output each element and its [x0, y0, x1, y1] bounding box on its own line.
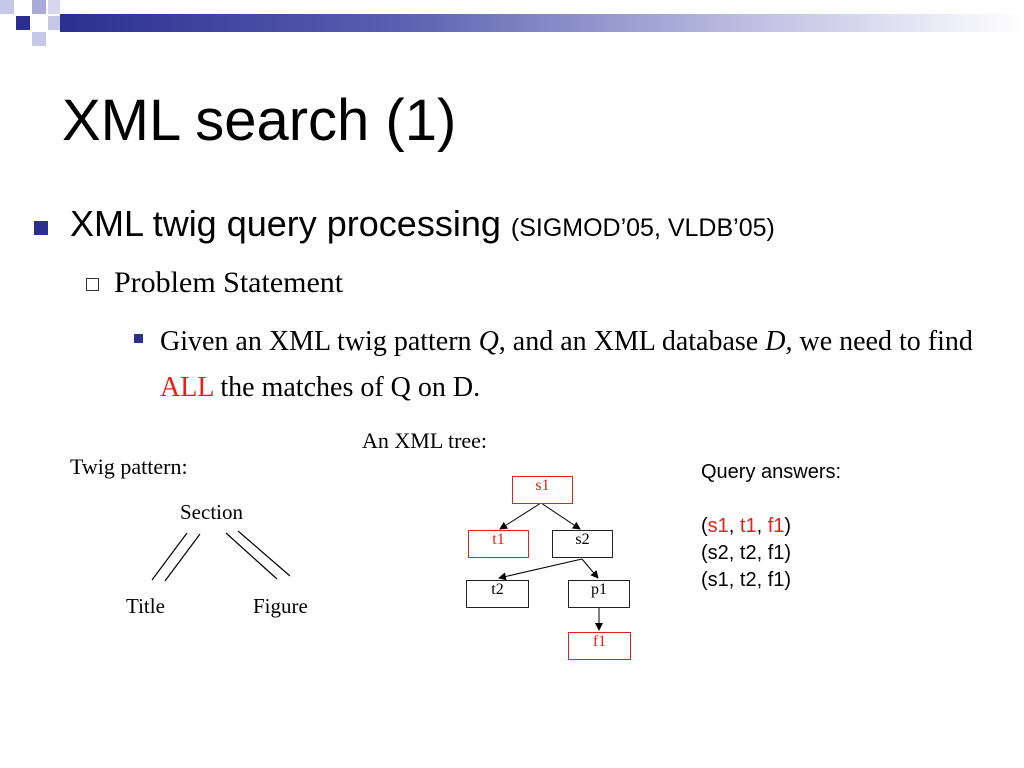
header-square-dark	[48, 0, 60, 14]
desc-text: we need to find	[792, 326, 973, 357]
desc-text: Given an XML twig pattern	[160, 326, 479, 357]
desc-text: the matches of Q on D.	[213, 372, 481, 403]
tree-edge	[581, 558, 599, 579]
tree-node-t2: t2	[466, 580, 529, 608]
header-square-light	[0, 0, 14, 14]
bullet-main-text: XML twig query processing	[70, 203, 501, 244]
bullet-main-note: (SIGMOD’05, VLDB’05)	[510, 214, 775, 242]
answer-highlight: s1	[707, 515, 729, 537]
answer-text: ,	[756, 515, 768, 537]
twig-edge-figure	[225, 532, 278, 580]
small-square-icon	[134, 334, 143, 343]
sub-bullet-problem-statement: Problem Statement	[114, 266, 344, 299]
answer-highlight: t1	[739, 515, 757, 537]
twig-node-section: Section	[180, 500, 243, 524]
twig-edge-title	[164, 533, 201, 582]
tree-node-s2: s2	[552, 530, 613, 558]
bullet-main: XML twig query processing (SIGMOD’05, VL…	[70, 203, 775, 245]
twig-node-title: Title	[126, 594, 165, 618]
twig-edge-title	[151, 532, 188, 581]
answer-text: )	[784, 515, 792, 537]
slide-title: XML search (1)	[62, 88, 457, 153]
tree-node-p1: p1	[568, 580, 630, 608]
tree-node-t1: t1	[468, 530, 529, 558]
tree-node-f1: f1	[568, 632, 631, 660]
tree-edge	[499, 502, 542, 530]
query-answers-label: Query answers:	[701, 461, 842, 483]
hollow-square-icon	[86, 278, 99, 291]
desc-q: Q	[478, 326, 499, 357]
header-square-light	[32, 0, 46, 14]
answer-row-3: (s1, t2, f1)	[701, 569, 792, 591]
answer-row-2: (s2, t2, f1)	[701, 542, 792, 564]
twig-node-figure: Figure	[253, 594, 308, 618]
twig-edge-figure	[237, 530, 291, 577]
bullet-square-icon	[34, 221, 48, 235]
desc-d: D,	[765, 326, 793, 357]
problem-description: Given an XML twig pattern Q, and an XML …	[160, 319, 990, 411]
answer-highlight: f1	[767, 515, 785, 537]
header-square-light	[32, 32, 46, 46]
answer-text: (	[701, 515, 708, 537]
desc-all-highlight: ALL	[160, 372, 214, 403]
tree-edge	[498, 558, 583, 581]
spacer	[701, 486, 841, 513]
query-answers: Query answers: (s1, t1, f1) (s2, t2, f1)…	[701, 459, 841, 594]
tree-node-s1: s1	[512, 476, 573, 504]
xml-tree-label: An XML tree:	[362, 428, 488, 453]
answer-row-1: (s1, t1, f1)	[701, 513, 841, 540]
header-square-dark	[16, 16, 30, 30]
header-gradient-bar	[60, 14, 1024, 32]
header-square-light	[48, 16, 60, 30]
answer-text: ,	[728, 515, 740, 537]
desc-text: , and an XML database	[498, 326, 766, 357]
tree-edge	[540, 502, 581, 530]
twig-pattern-label: Twig pattern:	[70, 454, 188, 479]
